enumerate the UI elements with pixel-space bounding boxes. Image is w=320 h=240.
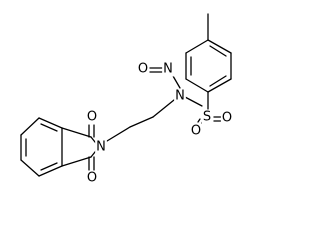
bond — [207, 78, 232, 93]
bond — [61, 156, 92, 167]
bond — [38, 117, 63, 129]
propyl-chain — [106, 99, 175, 142]
nitroso-group — [149, 67, 181, 89]
bond — [38, 165, 63, 177]
atom-label: O — [87, 171, 97, 186]
bond — [185, 78, 209, 93]
atom-label-background — [85, 109, 99, 125]
phthalimide-group — [20, 117, 100, 177]
atom-label-background — [162, 61, 174, 77]
atom-label: N — [96, 140, 106, 155]
atom-label: O — [138, 62, 148, 77]
bond — [185, 39, 209, 54]
bond — [129, 116, 154, 128]
bond — [20, 117, 40, 136]
double-bond-inner — [209, 75, 227, 87]
atom-label-background — [201, 109, 213, 125]
bond — [106, 126, 131, 142]
atom-label: O — [87, 110, 97, 125]
atom-label-background — [85, 170, 99, 186]
atom-label-background — [220, 110, 234, 126]
bond — [172, 75, 181, 89]
bond — [207, 39, 232, 54]
atom-label: N — [163, 62, 173, 77]
atom-label-background — [136, 61, 150, 77]
double-bond-inner — [40, 162, 58, 171]
bond — [20, 159, 40, 177]
bond — [61, 127, 92, 138]
double-bond-inner — [40, 123, 58, 132]
atom-label: O — [222, 111, 232, 126]
atom-label-background — [174, 88, 186, 104]
bond — [152, 99, 175, 118]
atom-label-background — [189, 123, 203, 139]
atom-labels: O O N N N O S O O — [85, 61, 234, 186]
double-bond — [197, 118, 201, 123]
toluene-ring — [185, 13, 232, 93]
double-bond-inner — [209, 45, 227, 57]
bond — [184, 96, 203, 107]
atom-label-background — [95, 139, 107, 155]
structure-diagram: O O N N N O S O O — [20, 13, 234, 186]
atom-label: N — [175, 89, 185, 104]
atom-label: O — [191, 124, 201, 139]
atom-label: S — [203, 110, 211, 125]
